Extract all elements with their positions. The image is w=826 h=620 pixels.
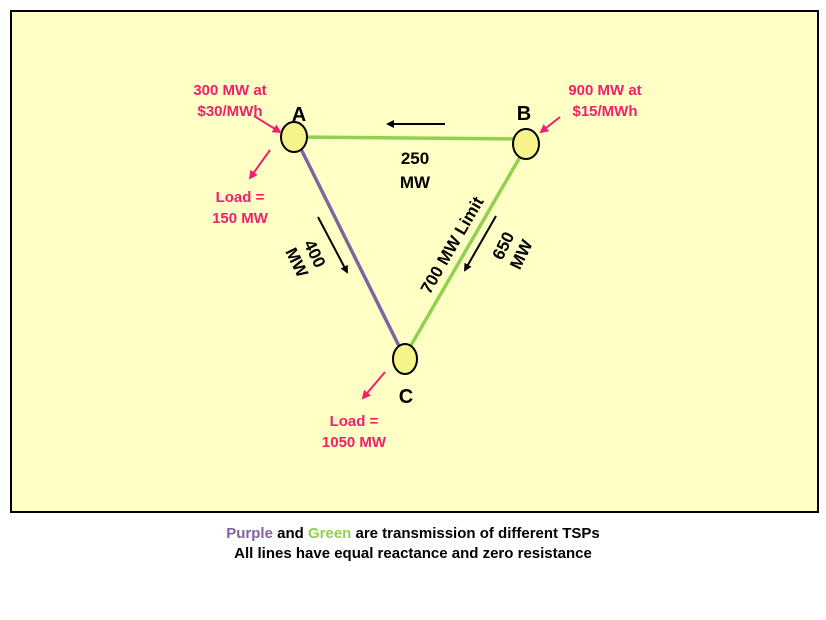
diagram-frame — [10, 10, 819, 513]
gen-a-line2: $30/MWh — [197, 103, 262, 120]
flow-arrow-ac — [317, 216, 348, 274]
load-a-arrow — [248, 149, 271, 180]
node-c-label: C — [399, 386, 413, 408]
gen-b-line2: $15/MWh — [572, 103, 637, 120]
load-a-line1: Load = — [216, 189, 265, 206]
node-b-label: B — [517, 103, 531, 125]
node-b — [512, 128, 540, 160]
gen-b-arrow — [539, 116, 561, 134]
caption-purple: Purple — [226, 525, 273, 542]
load-c-line1: Load = — [330, 413, 379, 430]
caption-and: and — [272, 525, 308, 542]
node-a — [280, 121, 308, 153]
load-c-line2: 1050 MW — [322, 434, 387, 451]
gen-a-line1: 300 MW at — [193, 82, 266, 99]
caption-rest: are transmission of different TSPs — [351, 525, 600, 542]
caption-line-1: Purple and Green are transmission of dif… — [0, 525, 826, 542]
flow-ab-unit: MW — [400, 173, 431, 192]
flow-ab-value: 250 — [401, 149, 429, 168]
gen-b-line1: 900 MW at — [568, 82, 641, 99]
line-a-b — [293, 135, 527, 141]
flow-arrow-bc — [464, 215, 497, 272]
load-c-arrow — [361, 371, 386, 400]
line-a-c — [298, 146, 402, 349]
line-b-c — [408, 156, 522, 348]
node-c — [392, 343, 418, 375]
node-a-label: A — [292, 104, 306, 126]
caption-line-2: All lines have equal reactance and zero … — [234, 545, 592, 562]
gen-a-arrow — [253, 115, 282, 134]
load-a-line2: 150 MW — [212, 210, 269, 227]
caption-green: Green — [307, 525, 352, 542]
